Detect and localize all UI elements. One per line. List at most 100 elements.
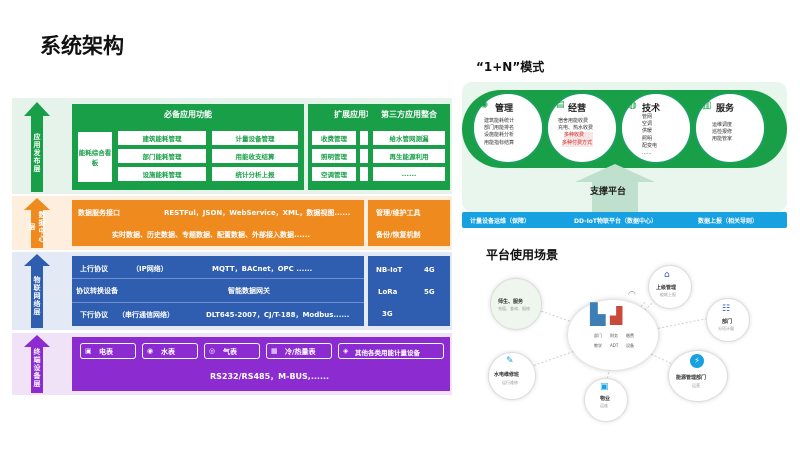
circle-item: 宿舍用能收费 (558, 118, 589, 124)
circle-item: ...... (642, 150, 652, 157)
circle-item: 巡检报修 (712, 129, 733, 136)
device-chip: ◎ 气表 (204, 343, 260, 359)
node-label: 能源管理部门 (676, 375, 707, 381)
up-arrow-icon (24, 198, 50, 248)
center-tag: 教学 (594, 343, 602, 348)
circle-item: 供暖 (642, 128, 653, 135)
app-layer-label: 应用发布层 (33, 133, 41, 173)
circle-title: 技术 (642, 104, 661, 114)
required-item: 用能收支结算 (212, 149, 298, 163)
support-platform-label: 支撑平台 (590, 187, 627, 197)
node-sub: 运维 (600, 403, 608, 408)
building-icon: ▙ (590, 302, 606, 326)
iot-layer: 物联网络层 上行协议 （IP网络） MQTT，BACnet，OPC ......… (12, 252, 452, 330)
required-functions-panel: 必备应用功能 能耗综合看板 建筑能耗管理 计量设备管理 部门能耗管理 用能收支结… (72, 104, 304, 190)
protocol-name: 协议转换设备 (76, 287, 118, 295)
data-layer-label: 数据中心层 (28, 211, 46, 243)
building-icon: ▟ (610, 306, 623, 325)
protocol-desc: （IP网络） (132, 265, 168, 273)
tool-item: 备份/恢复机制 (376, 231, 421, 239)
up-arrow-icon (24, 254, 50, 328)
node-sub: 充值、查询、报修 (498, 306, 530, 311)
platform-bar: 计量设备运维（保障） DD-IoT物联平台（数据中心） 数据上报（相关导则） (462, 212, 787, 228)
globe-icon: ◍ (628, 100, 637, 111)
third-party-item: 给水管网测漏 (373, 131, 445, 145)
required-functions-head: 必备应用功能 (164, 110, 212, 119)
third-party-item: 再生能源利用 (373, 149, 445, 163)
service-icon: ▥ (702, 100, 712, 111)
data-types-text: 实时数据、历史数据、专题数据、配置数据、外部接入数据...... (112, 231, 310, 239)
operation-icon: ▤ (556, 100, 565, 110)
circle-item: 照明 (642, 135, 653, 142)
scene-node-maintenance (488, 352, 536, 400)
circle-service (694, 92, 766, 164)
network-item: 4G (424, 266, 435, 274)
devices-panel: ▣ 电表 ◉ 水表 ◎ 气表 ▦ 冷/热量表 ◈ 其他各类用能计量设备 RS23… (72, 337, 450, 391)
circle-management (472, 92, 544, 164)
circle-item: 运维调度 (712, 122, 733, 128)
protocol-name: 下行协议 (80, 311, 108, 319)
extended-item: 收费管理 (312, 131, 356, 145)
center-tag: 财务 (610, 333, 618, 338)
energy-icon: ⚡ (690, 354, 704, 368)
platform-bar-mid: DD-IoT物联平台（数据中心） (574, 218, 658, 225)
device-label: 冷/热量表 (285, 348, 316, 356)
scene-title: 平台使用场景 (486, 248, 559, 262)
tool-item: 管理/维护工具 (376, 209, 421, 217)
protocol-value: 智能数据网关 (228, 287, 270, 295)
bus-protocols: RS232/RS485，M-BUS,...... (210, 372, 330, 381)
circle-item: 用能指标结算 (484, 139, 515, 146)
node-sub: 分项计量 (718, 326, 734, 331)
node-sub: 运营 (692, 383, 700, 388)
meter-icon: ▣ (85, 347, 92, 355)
network-item: 5G (424, 288, 435, 296)
protocol-value: MQTT，BACnet，OPC ...... (212, 265, 313, 273)
circle-item: 配变电 (642, 142, 658, 149)
scene-node-department (706, 298, 750, 342)
data-interface-text: RESTFul，JSON，WebService，XML，数据视图...... (164, 209, 351, 217)
circle-item: 充电、热水收费 (558, 125, 594, 132)
device-label: 气表 (223, 348, 237, 356)
circle-list: 宿舍用能收费 充电、热水收费 多种收费 多种付费方式 (558, 118, 594, 147)
circle-item: 多种付费方式 (562, 139, 594, 147)
up-arrow-icon (24, 335, 50, 393)
device-layer: 终端设备层 ▣ 电表 ◉ 水表 ◎ 气表 ▦ 冷/热量表 ◈ 其他各类用能计量设… (12, 333, 452, 395)
center-tag: 设备 (626, 343, 634, 348)
campus-center-node (568, 300, 658, 370)
network-item: 3G (382, 310, 393, 318)
protocols-panel: 上行协议 （IP网络） MQTT，BACnet，OPC ...... 协议转换设… (72, 256, 364, 326)
tools-panel: 管理/维护工具 备份/恢复机制 (368, 200, 450, 246)
page-title: 系统架构 (40, 34, 124, 58)
node-label: 上级管理 (656, 285, 677, 291)
circle-item: 多种收费 (564, 132, 594, 140)
circle-item: 空调 (642, 121, 653, 128)
required-item: 统计分析上报 (212, 167, 298, 181)
circle-item: 设施能耗分析 (484, 132, 515, 139)
device-chip: ◉ 水表 (142, 343, 198, 359)
required-item: 设施能耗管理 (118, 167, 206, 181)
circle-item: 用能管家 (712, 136, 733, 143)
management-icon: ✺ (480, 100, 489, 111)
device-layer-label: 终端设备层 (33, 348, 41, 388)
required-item: 计量设备管理 (212, 131, 298, 145)
circle-title: 服务 (716, 104, 735, 114)
extended-item: 空调管理 (312, 167, 356, 181)
protocol-value: DLT645-2007，CJ/T-188，Modbus...... (206, 311, 350, 319)
other-meter-icon: ◈ (343, 347, 349, 355)
gas-meter-icon: ◎ (209, 347, 216, 355)
center-tag: 部门 (594, 333, 602, 338)
circle-item: 部门用能排名 (484, 125, 515, 132)
support-arrow-icon (575, 164, 655, 212)
protocol-desc: （串行通信网络） (118, 311, 174, 319)
node-sub: 能耗上报 (660, 292, 676, 297)
circle-item: 建筑能耗统计 (484, 118, 515, 124)
house-icon: ⌂ (664, 270, 670, 280)
node-label: 师生、服务 (498, 299, 524, 305)
platform-bar-left: 计量设备运维（保障） (470, 218, 531, 225)
circle-title: 管理 (495, 104, 514, 114)
wrench-icon: ✎ (506, 356, 514, 366)
networks-panel: NB-IoT 4G LoRa 5G 3G (368, 256, 450, 326)
wifi-icon: ◠ (628, 290, 636, 300)
circle-list: 管网 空调 供暖 照明 配变电 ...... (642, 114, 657, 157)
center-tag: 缴费 (626, 333, 634, 338)
